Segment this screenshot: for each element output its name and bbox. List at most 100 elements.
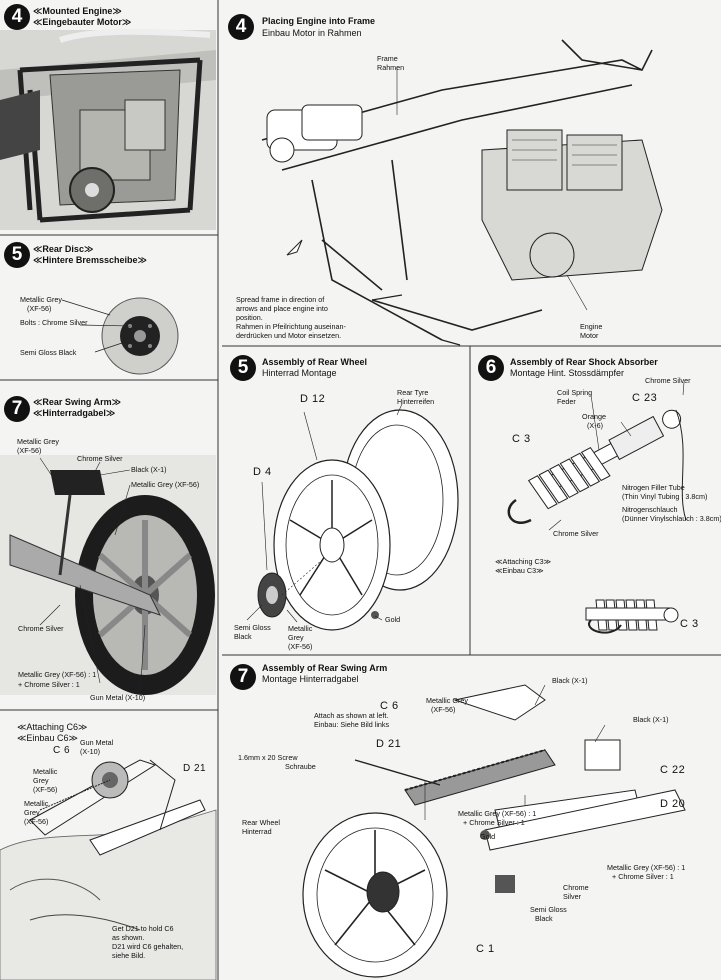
- label-rear-wheel: Rear Wheel: [242, 818, 280, 827]
- label-motor: Motor: [580, 331, 599, 340]
- label-metallic: Metallic: [288, 624, 313, 633]
- step-number-4-left: 4: [4, 4, 30, 30]
- label-d21: D 21: [183, 763, 207, 774]
- label-xf56: (XF-56): [33, 785, 58, 794]
- label-c3: C 3: [512, 433, 531, 445]
- label-d20: D 20: [660, 798, 686, 810]
- label-xf56: (XF-56): [431, 705, 456, 714]
- label-mix-line3: Metallic Grey (XF-56) : 1: [607, 863, 686, 872]
- label-x6: (X-6): [587, 421, 603, 430]
- label-nitrogen3: Nitrogenschlauch: [622, 505, 678, 514]
- label-c6: C 6: [53, 745, 71, 756]
- step-title-en: Assembly of Rear Swing Arm: [262, 663, 388, 673]
- label-orange: Orange: [582, 412, 606, 421]
- label-c22: C 22: [660, 764, 686, 776]
- label-grey: Grey: [288, 633, 304, 642]
- label-d21: D 21: [376, 738, 402, 750]
- label-metallic: Metallic: [33, 767, 58, 776]
- label-xf56: (XF-56): [24, 817, 49, 826]
- label-black: Black (X-1): [633, 715, 669, 724]
- attach-c6-title-en: ≪Attaching C6≫: [17, 722, 88, 732]
- attach-c3-title-en: ≪Attaching C3≫: [495, 557, 552, 566]
- step-title-de: Montage Hint. Stossdämpfer: [510, 368, 625, 378]
- label-frame: Frame: [377, 54, 398, 63]
- label-semi-gloss: Semi Gloss: [530, 905, 567, 914]
- shock-absorber-drawing: [507, 381, 687, 634]
- label-mix-line1: Metallic Grey (XF-56) : 1: [458, 809, 537, 818]
- label-chrome-silver: Chrome Silver: [645, 376, 691, 385]
- rear-wheel-drawing: [246, 403, 459, 631]
- swing-arm-drawing: [302, 684, 686, 978]
- label-chrome: Chrome: [563, 883, 589, 892]
- step-title-de: ≪Eingebauter Motor≫: [33, 17, 132, 27]
- label-gold: Gold: [480, 832, 496, 841]
- label-metallic-grey: Metallic Grey: [20, 295, 62, 304]
- label-black: Black: [535, 914, 553, 923]
- note-line3: D21 wird C6 gehalten,: [112, 942, 184, 951]
- label-feder: Feder: [557, 397, 576, 406]
- step-title-en: Assembly of Rear Wheel: [262, 357, 368, 367]
- mounted-engine-photo: [0, 28, 216, 230]
- step-title-en: ≪Rear Swing Arm≫: [33, 397, 122, 407]
- step-number-6-right: 6: [478, 355, 504, 381]
- label-screw: 1.6mm x 20 Screw: [238, 753, 298, 762]
- instruction-line3: position.: [236, 313, 263, 322]
- label-black: Black (X-1): [131, 465, 167, 474]
- step-number-7-left: 7: [4, 396, 30, 422]
- instruction-line4: Rahmen in Pfeilrichtung auseinan-: [236, 322, 346, 331]
- label-d4: D 4: [253, 466, 272, 478]
- note-line1: Get D21 to hold C6: [112, 924, 174, 933]
- label-mix-line2: + Chrome Silver : 1: [463, 818, 525, 827]
- label-gun-metal: Gun Metal: [80, 738, 114, 747]
- attach-c3-title-de: ≪Einbau C3≫: [495, 566, 544, 575]
- label-c3: C 3: [680, 618, 699, 630]
- label-xf56: (XF-56): [288, 642, 313, 651]
- label-xf56: (XF-56): [17, 446, 42, 455]
- label-x10: (X-10): [80, 747, 100, 756]
- label-metallic-grey: Metallic Grey: [17, 437, 59, 446]
- label-bolts: Bolts : Chrome Silver: [20, 318, 88, 327]
- label-mix-line2: + Chrome Silver : 1: [18, 680, 80, 689]
- label-hinterreifen: Hinterreifen: [397, 397, 435, 406]
- note-line4: siehe Bild.: [112, 951, 146, 960]
- label-gold: Gold: [385, 615, 401, 624]
- swing-arm-photo: [0, 455, 216, 695]
- step-title-de: Hinterrad Montage: [262, 368, 337, 378]
- step-title-de: Montage Hinterradgabel: [262, 674, 359, 684]
- label-rahmen: Rahmen: [377, 63, 405, 72]
- label-chrome-silver: Chrome Silver: [18, 624, 64, 633]
- frame-engine-drawing: [261, 39, 663, 346]
- step-number-5-left: 5: [4, 242, 30, 268]
- label-black: Black: [234, 632, 252, 641]
- label-chrome-silver: Chrome Silver: [77, 454, 123, 463]
- step-title-de: ≪Hintere Bremsscheibe≫: [33, 255, 147, 265]
- label-rear-tyre: Rear Tyre: [397, 388, 429, 397]
- label-engine: Engine: [580, 322, 603, 331]
- attach-c6-drawing: [0, 759, 217, 980]
- label-gun-metal: Gun Metal (X-10): [90, 693, 146, 702]
- instruction-line2: arrows and place engine into: [236, 304, 328, 313]
- label-mix-line4: + Chrome Silver : 1: [612, 872, 674, 881]
- step-title-en: ≪Rear Disc≫: [33, 244, 94, 254]
- rear-disc-drawing: [61, 297, 179, 375]
- label-attach-line2: Einbau: Siehe Bild links: [314, 720, 390, 729]
- label-c6: C 6: [380, 700, 399, 712]
- label-silver: Silver: [563, 892, 581, 901]
- instruction-line1: Spread frame in direction of: [236, 295, 325, 304]
- swing-arm-leaders: [39, 457, 146, 694]
- label-hinterrad: Hinterrad: [242, 827, 272, 836]
- label-semi-gloss: Semi Gloss Black: [20, 348, 77, 357]
- step-number-5-right: 5: [230, 355, 256, 381]
- label-c23: C 23: [632, 392, 658, 404]
- label-black: Black (X-1): [552, 676, 588, 685]
- label-xf56: (XF-56): [27, 304, 52, 313]
- step-title-de: Einbau Motor in Rahmen: [262, 28, 362, 38]
- label-mix-line1: Metallic Grey (XF-56) : 1: [18, 670, 97, 679]
- step-title-de: ≪Hinterradgabel≫: [33, 408, 116, 418]
- label-nitrogen1: Nitrogen Filler Tube: [622, 483, 685, 492]
- step-number-7-right: 7: [230, 664, 256, 690]
- label-nitrogen4: (Dünner Vinylschlauch : 3.8cm): [622, 514, 721, 523]
- label-metallic-grey-xf56: Metallic Grey (XF-56): [131, 480, 200, 489]
- label-d12: D 12: [300, 393, 326, 405]
